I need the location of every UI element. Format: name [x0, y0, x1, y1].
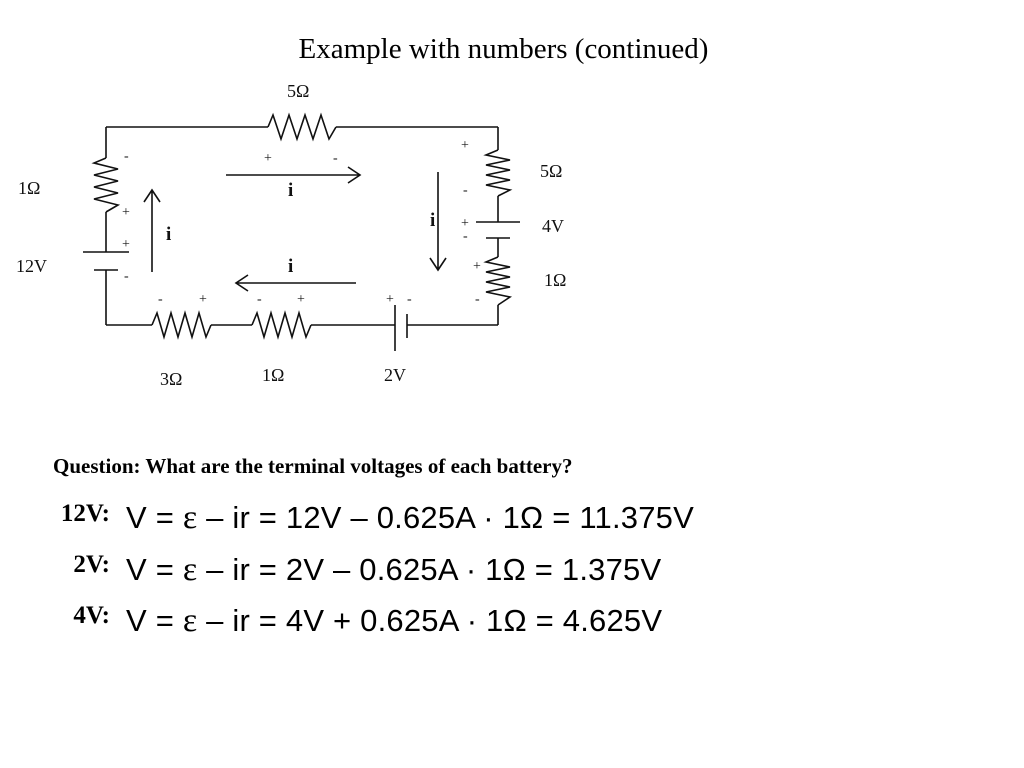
sign-top-minus: -: [333, 151, 338, 166]
resistor-left: [91, 157, 121, 213]
sign-bottom-r2-plus: +: [297, 292, 305, 307]
sign-bottom-r2-minus: -: [257, 292, 262, 307]
current-arrow-top: [226, 166, 362, 184]
label-battery-right: 4V: [542, 216, 564, 236]
current-label-left: i: [166, 224, 171, 245]
current-arrow-bottom: [234, 274, 356, 292]
slide-title: Example with numbers (continued): [298, 33, 709, 65]
label-resistor-top: 5Ω: [287, 81, 309, 101]
sign-right-r2-minus: -: [475, 292, 480, 307]
equation-12v: V = ε – ir = 12V – 0.625A · 1Ω = 11.375V: [126, 499, 694, 537]
sign-left-b-plus: +: [122, 237, 130, 252]
sign-right-b-plus: +: [461, 216, 469, 231]
label-battery-left: 12V: [16, 256, 47, 276]
resistor-right-bottom: [483, 256, 513, 306]
equation-2v: V = ε – ir = 2V – 0.625A · 1Ω = 1.375V: [126, 551, 661, 589]
equation-label-2v: 2V:: [73, 551, 110, 578]
sign-bottom-b-plus: +: [386, 292, 394, 307]
emf-symbol: ε: [182, 602, 198, 639]
current-label-top: i: [288, 180, 293, 201]
equation-12v-rhs: – ir = 12V – 0.625A · 1Ω = 11.375V: [197, 500, 694, 535]
resistor-bottom-mid: [251, 310, 312, 340]
resistor-right-top: [483, 149, 513, 197]
equation-4v: V = ε – ir = 4V + 0.625A · 1Ω = 4.625V: [126, 602, 662, 640]
sign-left-r-minus: -: [124, 149, 129, 164]
emf-symbol: ε: [182, 499, 198, 536]
current-arrow-right: [429, 172, 447, 272]
label-resistor-bottom-mid: 1Ω: [262, 365, 284, 385]
label-resistor-left: 1Ω: [18, 178, 40, 198]
label-resistor-right-bottom: 1Ω: [544, 270, 566, 290]
label-resistor-right-top: 5Ω: [540, 161, 562, 181]
equation-2v-lhs: V =: [126, 552, 183, 587]
sign-bottom-b-minus: -: [407, 292, 412, 307]
equation-2v-rhs: – ir = 2V – 0.625A · 1Ω = 1.375V: [197, 552, 662, 587]
resistor-top: [267, 112, 337, 142]
sign-top-plus: +: [264, 151, 272, 166]
sign-right-r2-plus: +: [473, 259, 481, 274]
sign-right-r-minus: -: [463, 183, 468, 198]
equation-12v-lhs: V =: [126, 500, 183, 535]
current-arrow-left: [143, 188, 161, 272]
question-text: Question: What are the terminal voltages…: [53, 454, 573, 478]
equation-4v-lhs: V =: [126, 603, 183, 638]
current-label-right: i: [430, 210, 435, 231]
sign-left-r-plus: +: [122, 205, 130, 220]
circuit-diagram: 5Ω 1Ω 12V 5Ω 4V 1Ω 3Ω 1Ω 2V i i i i + - …: [16, 81, 566, 389]
equation-4v-rhs: – ir = 4V + 0.625A · 1Ω = 4.625V: [197, 603, 663, 638]
sign-right-r-plus: +: [461, 138, 469, 153]
equation-label-12v: 12V:: [60, 500, 110, 527]
emf-symbol: ε: [182, 551, 198, 588]
sign-left-b-minus: -: [124, 269, 129, 284]
sign-bottom-r1-plus: +: [199, 292, 207, 307]
current-label-bottom: i: [288, 256, 293, 277]
label-battery-bottom: 2V: [384, 365, 406, 385]
label-resistor-bottom-left: 3Ω: [160, 369, 182, 389]
sign-right-b-minus: -: [463, 229, 468, 244]
equation-label-4v: 4V:: [73, 602, 110, 629]
sign-bottom-r1-minus: -: [158, 292, 163, 307]
resistor-bottom-left: [151, 310, 212, 340]
